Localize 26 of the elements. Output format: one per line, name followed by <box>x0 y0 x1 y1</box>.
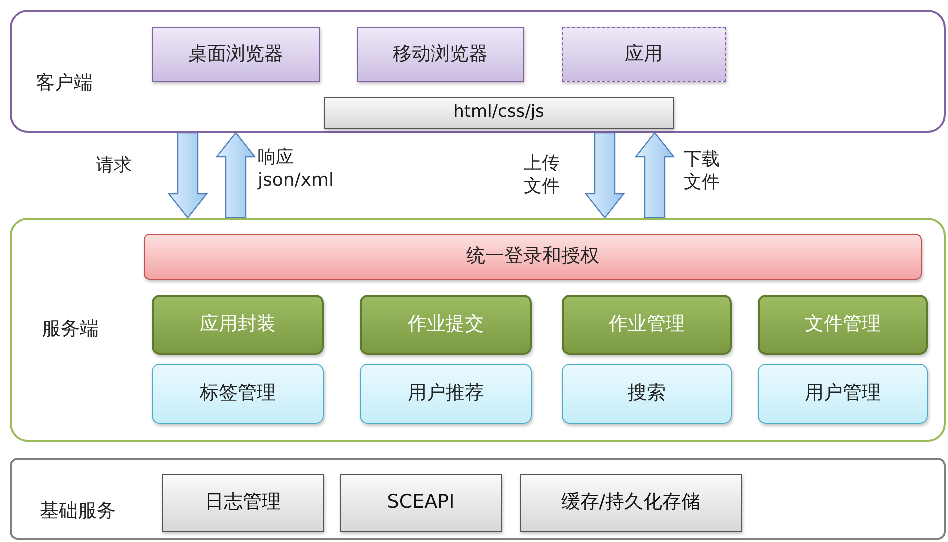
module-box: 文件管理 <box>758 295 928 355</box>
module-box: 桌面浏览器 <box>152 27 320 82</box>
module-box: 作业提交 <box>360 295 532 355</box>
module-box: 标签管理 <box>152 364 324 424</box>
module-box: 缓存/持久化存储 <box>520 474 742 532</box>
module-box: 用户管理 <box>758 364 928 424</box>
block-arrow <box>216 132 256 219</box>
block-arrow <box>168 132 208 219</box>
module-box: 应用 <box>562 27 726 82</box>
tier-panel <box>10 458 946 540</box>
module-box: 用户推荐 <box>360 364 532 424</box>
block-arrow <box>634 132 676 219</box>
module-box: 应用封装 <box>152 295 324 355</box>
block-arrow <box>584 132 626 219</box>
tier-title: 客户端 <box>36 71 93 96</box>
module-box: html/css/js <box>324 97 674 129</box>
module-box: 作业管理 <box>562 295 732 355</box>
module-box: 日志管理 <box>162 474 324 532</box>
module-box: 统一登录和授权 <box>144 234 922 280</box>
tier-panel <box>10 218 946 442</box>
tier-panel <box>10 10 946 133</box>
module-box: 移动浏览器 <box>357 27 524 82</box>
tier-title: 基础服务 <box>40 499 116 524</box>
module-box: 搜索 <box>562 364 732 424</box>
module-box: SCEAPI <box>340 474 502 532</box>
tier-title: 服务端 <box>42 317 99 342</box>
